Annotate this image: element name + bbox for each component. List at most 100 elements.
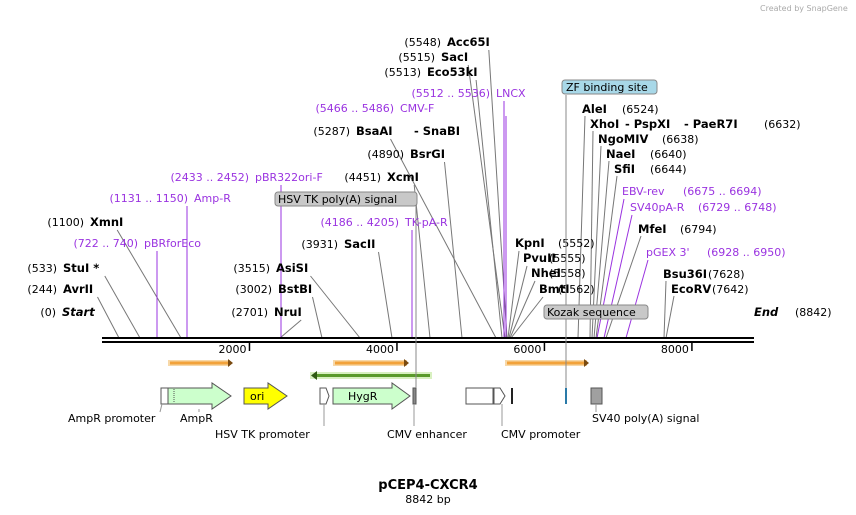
primer-pgex3-name: pGEX 3' [646,246,690,259]
site-labels: (0)Start(244)AvrII(533)StuI *(1100)XmnI(… [27,35,831,319]
site-bsu36i-name: Bsu36I [663,267,707,281]
site-xhoi-name: XhoI [590,117,619,131]
site-alei-name: AleI [582,102,607,116]
primer-pgex3-line [625,259,649,339]
boxed-labels: HSV TK poly(A) signal ZF binding site Ko… [274,79,658,388]
kozak-box-label: Kozak sequence [547,306,636,319]
site-bstbi-name: BstBI [278,282,312,296]
site-bsu36i-line [663,280,667,339]
feature-ampr-label: AmpR [180,412,213,425]
site-bmti-line [510,296,544,339]
site-ngomiv-pos: (6638) [662,133,699,146]
primer-sv40par-line [603,214,633,339]
site-bsaai-name: BsaAI [356,124,393,138]
primer-sv40par-name: SV40pA-R [630,201,685,214]
site-bsu36i-pos: (7628) [708,268,745,281]
site-saci-line [467,64,506,339]
site-xcmi-name: XcmI [387,170,419,184]
site-sfii-pos: (6644) [650,163,687,176]
site-kpni-name: KpnI [515,236,545,250]
site-pvuii-pos: (5555) [549,252,586,265]
site-saci-name: SacI [441,50,468,64]
site-saci-pos: (5515) [398,51,435,64]
site-alei-line [577,115,586,339]
site-eco53ki-pos: (5513) [384,66,421,79]
feature-sv40polya-label: SV40 poly(A) signal [592,412,699,425]
site-nrui-line [279,319,302,339]
primer-pbrforeco-name: pBRforEco [144,237,201,250]
primer-tkpar-name: TK-pA-R [404,216,448,229]
primer-pbrforeco-range: (722 .. 740) [73,237,138,250]
bp-ticks: 2000 4000 6000 8000 [218,343,693,356]
site-nhei-name: NheI [531,266,561,280]
primer-ampr-range: (1131 .. 1150) [109,192,188,205]
orf-ampr-arrow [168,359,233,367]
feature-cmvenhancer-label: CMV enhancer [387,428,467,441]
tick-label-2000: 2000 [218,343,246,356]
site-xmni-line [116,229,182,339]
site-ecorv-name: EcoRV [671,282,711,296]
site-end-pos: (8842) [795,306,832,319]
site-ecorv-line [665,295,675,339]
site-sfii-name: SfiI [614,162,635,176]
site-bsaai2-name: - SnaBI [414,124,460,138]
site-start-pos: (0) [40,306,56,319]
primer-cmvf-name: CMV-F [400,102,434,115]
site-xcmi-line [413,184,431,339]
site-nrui-name: NruI [274,305,302,319]
site-acc65i-name: Acc65I [447,35,490,49]
feature-hygr-label: HygR [348,390,378,403]
site-pvuii-line [508,265,528,339]
feature-ori-label: ori [250,390,264,403]
site-asisi-line [310,275,361,339]
tick-label-6000: 6000 [513,343,541,356]
feature-amprpromoter-label: AmpR promoter [68,412,156,425]
tick-label-4000: 4000 [366,343,394,356]
primer-lncx-name: LNCX [496,87,526,100]
hsv-tk-polya-box-label: HSV TK poly(A) signal [278,193,397,206]
site-mfei-pos: (6794) [680,223,717,236]
site-xmni-name: XmnI [90,215,123,229]
site-bsrgi-name: BsrGI [410,147,445,161]
orf-hygr-arrow [310,371,432,380]
site-xhoi3-name: - PaeR7I [684,117,738,131]
snapgene-credit: Created by SnapGene [760,4,848,13]
site-xcmi-pos: (4451) [344,171,381,184]
primer-lncx-range: (5512 .. 5536) [411,87,490,100]
site-asisi-pos: (3515) [233,262,270,275]
site-pvuii-name: PvuII [523,251,556,265]
site-mfei-line [605,235,642,339]
site-eco53ki-line [475,79,503,339]
feature-hsvtkpromoter-label: HSV TK promoter [215,428,310,441]
site-bsrgi-line [444,161,463,339]
site-bmti-name: BmtI [539,282,570,296]
primer-pbr322orif-range: (2433 .. 2452) [170,171,249,184]
site-stui-line [104,275,141,339]
site-xmni-pos: (1100) [47,216,84,229]
site-bsrgi-pos: (4890) [367,148,404,161]
tick-label-8000: 8000 [661,343,689,356]
site-mfei-name: MfeI [638,222,667,236]
site-nrui-pos: (2701) [231,306,268,319]
orf-cxcr4-arrow [505,359,589,367]
site-stui-pos: (533) [27,262,57,275]
site-avrii-pos: (244) [27,283,57,296]
site-kpni-line [507,250,520,339]
site-asisi-name: AsiSI [276,261,308,275]
primer-ebvrev-name: EBV-rev [622,185,665,198]
site-bsaai-line [390,138,497,339]
site-avrii-name: AvrII [63,282,93,296]
orf-arrows [168,359,589,380]
site-xhoi2-name: - PspXI [625,117,670,131]
site-xhoi-pos: (6632) [764,118,801,131]
site-sacii-name: SacII [344,237,375,251]
orf-2-arrow [333,359,409,367]
site-bstbi-pos: (3002) [235,283,272,296]
features: ori HygR [160,382,603,410]
site-sacii-line [378,251,393,339]
site-nhei-pos: (5558) [549,267,586,280]
plasmid-title: pCEP4-CXCR4 [378,478,477,493]
site-acc65i-pos: (5548) [404,36,441,49]
primer-pgex3-range: (6928 .. 6950) [707,246,786,259]
site-naei-pos: (6640) [650,148,687,161]
